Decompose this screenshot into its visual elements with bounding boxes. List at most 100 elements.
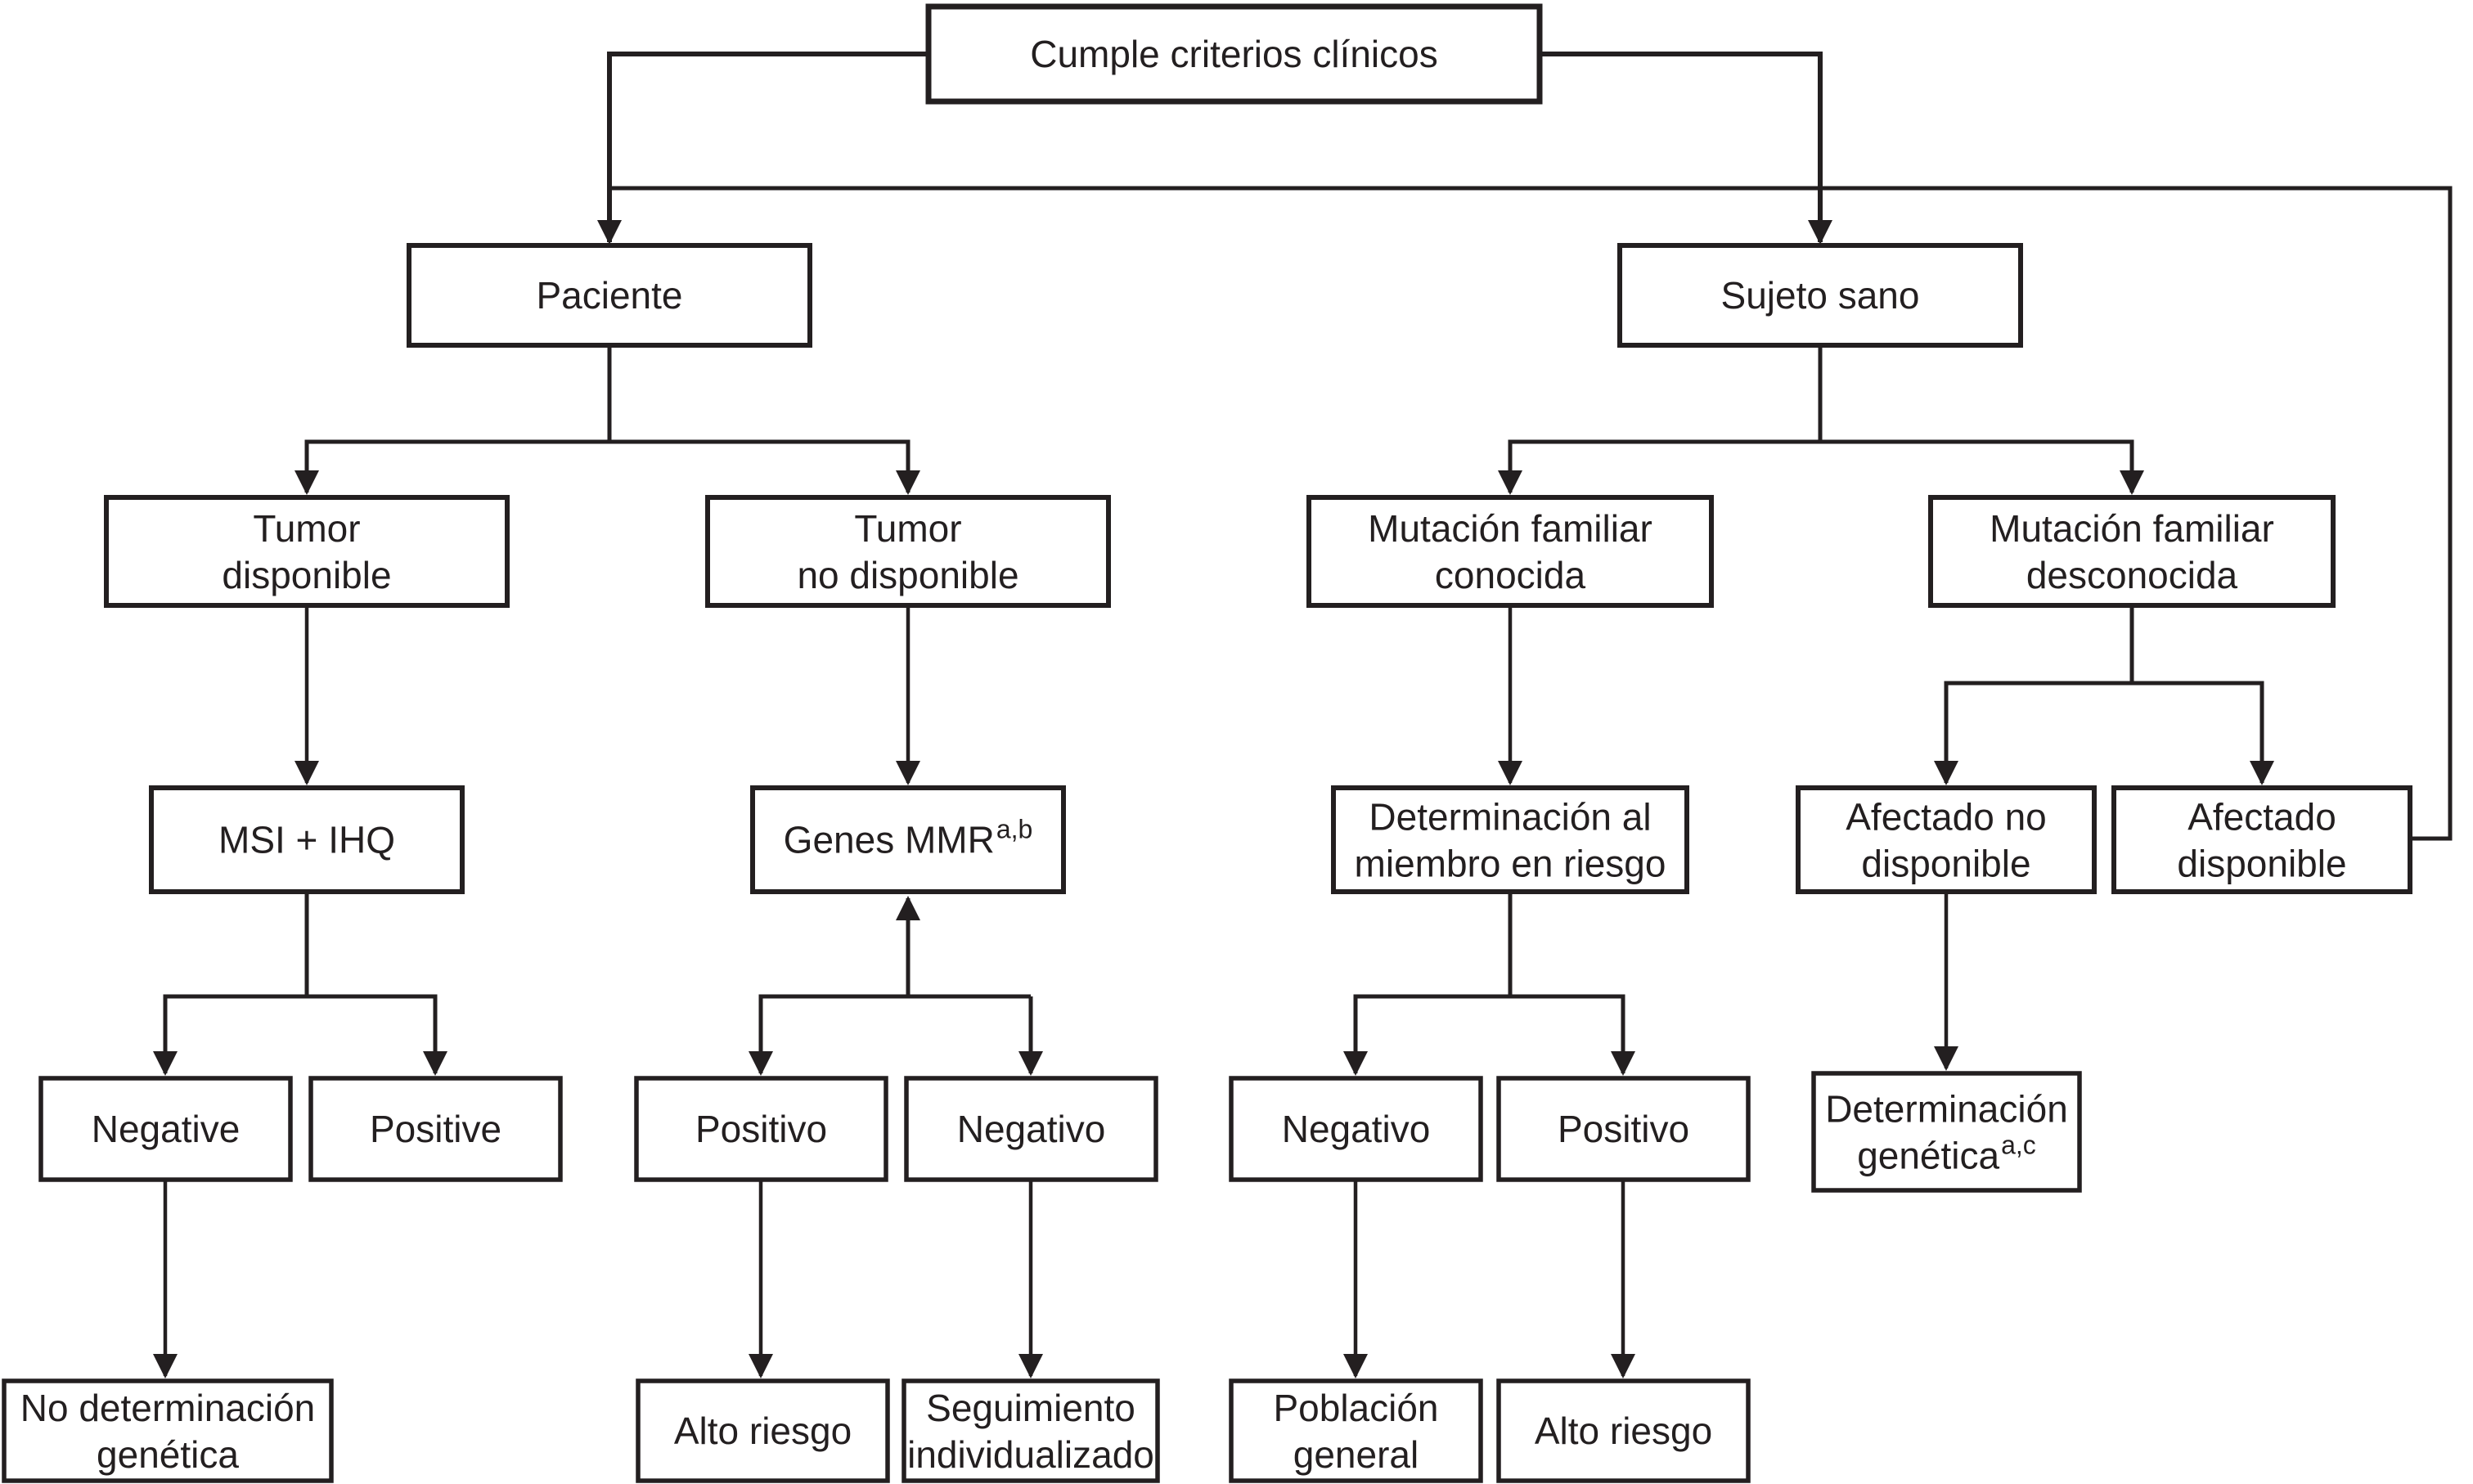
edge-sujeto-to-mutacion-conocida	[1498, 345, 1823, 495]
edge-mmr-bar-to-positivo	[749, 994, 1031, 1076]
node-paciente-label: Paciente	[536, 274, 682, 317]
node-msi-ihq-label: MSI + IHQ	[218, 819, 395, 861]
edge-msi-to-positive	[307, 994, 447, 1076]
node-msi-ihq-box	[149, 785, 465, 894]
node-seguimiento-label: individualizado	[907, 1433, 1154, 1476]
node-tumor-disponible-label: Tumor	[253, 507, 360, 550]
node-mutacion-conocida-label: conocida	[1435, 554, 1586, 596]
edge-determinacion-to-negativo	[1343, 892, 1513, 1076]
node-determinacion-genetica-label: genéticaa,c	[1857, 1131, 2036, 1177]
node-tumor-no-disponible-label: no disponible	[797, 554, 1018, 596]
node-alto-riesgo-der-box	[1496, 1378, 1751, 1483]
node-genes-mmr-superscript: a,b	[996, 815, 1032, 844]
node-genes-mmr-label: Genes MMRa,b	[784, 815, 1033, 861]
node-no-determinacion-label: No determinación	[20, 1387, 316, 1429]
node-riesgo-negativo-label: Negativo	[1282, 1108, 1431, 1150]
node-mmr-negativo-box	[904, 1076, 1158, 1182]
node-paciente-box	[407, 243, 812, 348]
node-riesgo-positivo: Positivo	[1496, 1076, 1751, 1182]
edge-desconocida-to-afectado-si	[2132, 681, 2274, 785]
node-alto-riesgo-izq-label: Alto riesgo	[674, 1410, 852, 1452]
edge-cumple-to-paciente	[597, 52, 928, 245]
node-riesgo-negativo: Negativo	[1229, 1076, 1483, 1182]
edge-cumple-to-sujeto-sano	[1540, 52, 1832, 245]
node-alto-riesgo-izq: Alto riesgo	[636, 1378, 890, 1483]
node-msi-positive-box	[308, 1076, 563, 1182]
node-tumor-disponible-box	[104, 495, 510, 608]
node-mutacion-conocida-label: Mutación familiar	[1368, 507, 1652, 550]
node-seguimiento-label: Seguimiento	[926, 1387, 1135, 1429]
node-poblacion-general-label: general	[1293, 1433, 1419, 1476]
node-cumple-criterios: Cumple criterios clínicos	[925, 3, 1543, 105]
node-mmr-positivo-box	[634, 1076, 888, 1182]
node-sujeto-sano-box	[1617, 243, 2023, 348]
node-mmr-positivo-label: Positivo	[695, 1108, 827, 1150]
node-alto-riesgo-der-label: Alto riesgo	[1535, 1410, 1712, 1452]
node-determinacion-miembro-label: miembro en riesgo	[1355, 843, 1666, 885]
node-mmr-positivo: Positivo	[634, 1076, 888, 1182]
edge-desconocida-to-afectado-no	[1934, 605, 2134, 785]
node-determinacion-genetica-box	[1811, 1071, 2082, 1193]
node-riesgo-negativo-box	[1229, 1076, 1483, 1182]
node-alto-riesgo-der: Alto riesgo	[1496, 1378, 1751, 1483]
node-mmr-negativo: Negativo	[904, 1076, 1158, 1182]
node-paciente: Paciente	[407, 243, 812, 348]
node-mutacion-desconocida-label: desconocida	[2026, 554, 2238, 596]
node-afectado-disponible-box	[2111, 785, 2412, 894]
edge-afectado-disponible-loopback	[609, 186, 2453, 841]
node-determinacion-genetica-superscript: a,c	[2001, 1131, 2036, 1160]
node-mutacion-desconocida-label: Mutación familiar	[1990, 507, 2274, 550]
node-mutacion-desconocida-box	[1928, 495, 2336, 608]
node-alto-riesgo-izq-box	[636, 1378, 890, 1483]
edge-determinacion-to-positivo	[1510, 994, 1635, 1076]
node-determinacion-genetica-label: Determinación	[1825, 1088, 2068, 1131]
node-sujeto-sano: Sujeto sano	[1617, 243, 2023, 348]
node-msi-negative-box	[38, 1076, 293, 1182]
node-tumor-no-disponible-label: Tumor	[854, 507, 961, 550]
node-determinacion-miembro-box	[1331, 785, 1689, 894]
edge-paciente-to-tumor-no-disponible	[609, 439, 920, 495]
edges-layer	[153, 52, 2453, 1378]
node-seguimiento-box	[902, 1378, 1160, 1483]
node-riesgo-positivo-box	[1496, 1076, 1751, 1182]
node-cumple-criterios-box	[925, 3, 1543, 105]
node-mutacion-conocida-box	[1306, 495, 1714, 608]
node-msi-negative: Negative	[38, 1076, 293, 1182]
node-determinacion-miembro-label: Determinación al	[1369, 796, 1651, 839]
node-afectado-no-disponible-box	[1796, 785, 2097, 894]
node-poblacion-general-label: Población	[1273, 1387, 1438, 1429]
node-tumor-no-disponible-box	[705, 495, 1111, 608]
node-no-determinacion-label: genética	[97, 1433, 239, 1476]
node-afectado-disponible-label: Afectado	[2187, 796, 2336, 839]
node-mmr-negativo-label: Negativo	[957, 1108, 1106, 1150]
node-afectado-no-disponible-label: Afectado no	[1846, 796, 2047, 839]
node-msi-positive-label: Positive	[370, 1108, 501, 1150]
edge-msi-to-negative	[153, 892, 309, 1076]
node-genes-mmr: Genes MMRa,b	[750, 785, 1066, 894]
node-cumple-criterios-label: Cumple criterios clínicos	[1030, 33, 1437, 75]
edge-sujeto-to-mutacion-desconocida	[1820, 439, 2144, 495]
node-genes-mmr-box	[750, 785, 1066, 894]
node-afectado-no-disponible-label: disponible	[1861, 843, 2030, 885]
node-tumor-disponible-label: disponible	[222, 554, 391, 596]
node-poblacion-general-box	[1229, 1378, 1483, 1483]
node-sujeto-sano-label: Sujeto sano	[1721, 274, 1920, 317]
edge-paciente-to-tumor-disponible	[295, 345, 612, 495]
node-msi-positive: Positive	[308, 1076, 563, 1182]
node-afectado-disponible-label: disponible	[2177, 843, 2346, 885]
node-msi-ihq: MSI + IHQ	[149, 785, 465, 894]
